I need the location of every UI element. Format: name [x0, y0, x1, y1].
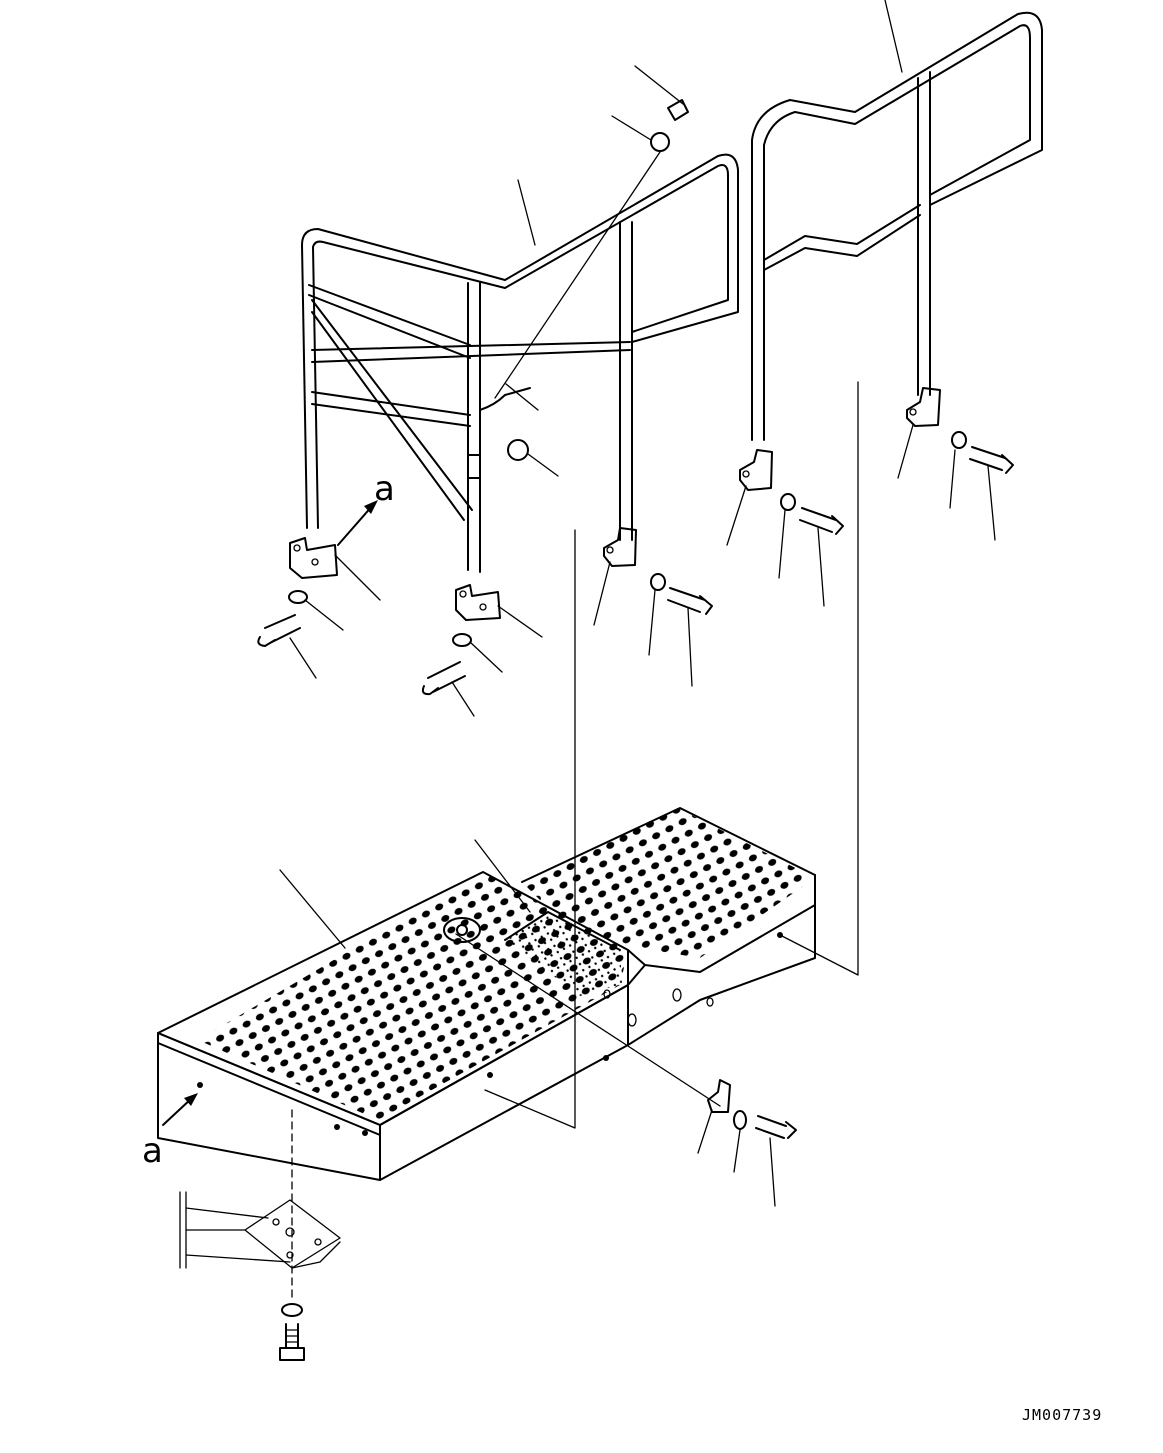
- view-arrow-lower: [162, 1093, 198, 1126]
- assembly-guide-lines: [484, 381, 859, 1129]
- base-bolt: [279, 1303, 305, 1361]
- document-id: JM007739: [1022, 1406, 1102, 1424]
- step-platform: [157, 807, 816, 1181]
- mounting-base: [179, 1109, 341, 1301]
- bracket-group-2: [421, 584, 543, 717]
- bracket-group-6: [697, 1079, 797, 1207]
- right-rail-leader: [884, 0, 903, 73]
- bracket-group-5: [897, 387, 1014, 541]
- bracket-group-1: [257, 537, 381, 679]
- bracket-group-3: [593, 527, 713, 687]
- left-handrail: [301, 153, 739, 573]
- view-arrow-upper: [337, 500, 378, 546]
- view-label-upper: a: [374, 469, 395, 509]
- top-fasteners: [494, 65, 689, 477]
- bracket-group-4: [726, 449, 844, 607]
- view-label-lower: a: [142, 1131, 163, 1171]
- right-handrail: [751, 11, 1043, 441]
